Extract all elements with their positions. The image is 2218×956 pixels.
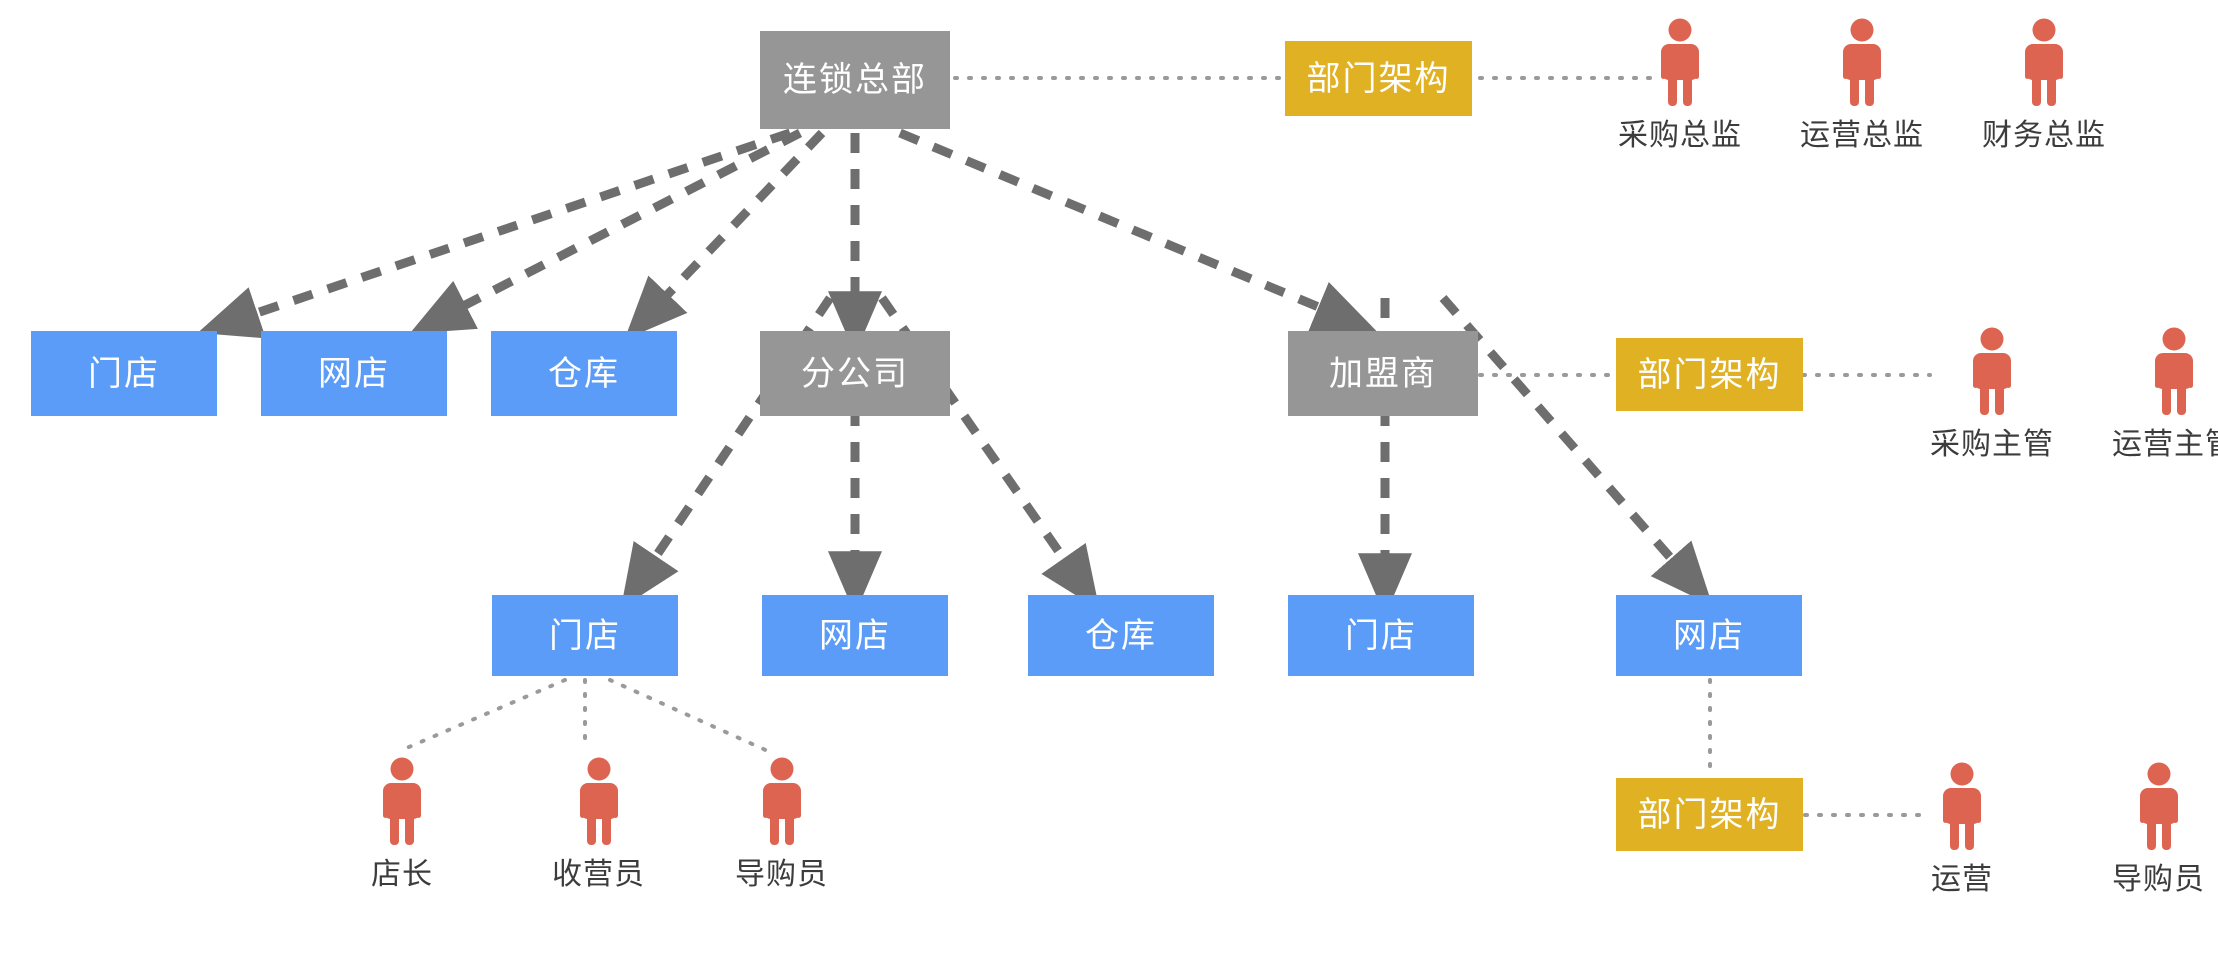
person-operations-director[interactable]: 运营总监	[1800, 18, 1924, 151]
node-branch-company[interactable]: 分公司	[760, 331, 950, 416]
dotted-edges	[400, 76, 1932, 817]
edge-store2-to-sales	[608, 678, 772, 754]
person-icon	[2012, 18, 2076, 113]
node-online-store-level1[interactable]: 网店	[261, 331, 447, 416]
person-label: 导购员	[2112, 863, 2205, 896]
node-online-store-franchisee[interactable]: 网店	[1616, 595, 1802, 676]
node-label: 加盟商	[1329, 354, 1437, 393]
node-label: 部门架构	[1306, 59, 1451, 98]
node-label: 分公司	[801, 354, 909, 393]
node-label: 部门架构	[1637, 795, 1782, 834]
person-label: 导购员	[735, 858, 828, 891]
node-store-level2[interactable]: 门店	[492, 595, 678, 676]
person-label: 采购主管	[1930, 428, 2054, 461]
node-label: 门店	[549, 616, 621, 655]
person-sales-associate-online[interactable]: 导购员	[2112, 762, 2205, 895]
person-icon	[1930, 762, 1994, 857]
person-label: 运营主管	[2112, 428, 2218, 461]
edge-hq-to-franchise	[898, 128, 1377, 332]
person-label: 收营员	[552, 858, 645, 891]
person-label: 财务总监	[1982, 119, 2106, 152]
edge-hq-to-store1	[197, 128, 792, 339]
person-icon	[2127, 762, 2191, 857]
person-icon	[1648, 18, 1712, 113]
node-label: 网店	[1673, 616, 1745, 655]
person-icon	[1960, 327, 2024, 422]
person-icon	[2142, 327, 2206, 422]
edge-hq-to-warehouse1	[624, 129, 826, 340]
edge-hq-to-online1	[409, 128, 803, 334]
person-purchasing-director[interactable]: 采购总监	[1618, 18, 1742, 151]
node-label: 网店	[819, 616, 891, 655]
person-label: 运营总监	[1800, 119, 1924, 152]
person-label: 采购总监	[1618, 119, 1742, 152]
person-icon	[1830, 18, 1894, 113]
edge-store2-to-shopmgr	[400, 678, 567, 752]
person-label: 店长	[371, 858, 433, 891]
node-label: 网店	[318, 354, 390, 393]
node-warehouse-level2[interactable]: 仓库	[1028, 595, 1214, 676]
node-franchisee[interactable]: 加盟商	[1288, 331, 1478, 416]
person-icon	[567, 757, 631, 852]
person-icon	[750, 757, 814, 852]
person-sales-associate[interactable]: 导购员	[735, 757, 828, 890]
node-warehouse-level1[interactable]: 仓库	[491, 331, 677, 416]
person-finance-director[interactable]: 财务总监	[1982, 18, 2106, 151]
node-dept-structure-online[interactable]: 部门架构	[1616, 778, 1803, 851]
node-dept-structure-hq[interactable]: 部门架构	[1285, 41, 1472, 116]
person-label: 运营	[1931, 863, 1993, 896]
person-icon	[370, 757, 434, 852]
node-label: 门店	[88, 354, 160, 393]
person-operations-supervisor[interactable]: 运营主管	[2112, 327, 2218, 460]
node-label: 仓库	[548, 354, 620, 393]
node-store-franchisee[interactable]: 门店	[1288, 595, 1474, 676]
node-dept-structure-franchisee[interactable]: 部门架构	[1616, 338, 1803, 411]
node-label: 仓库	[1085, 616, 1157, 655]
person-purchasing-supervisor[interactable]: 采购主管	[1930, 327, 2054, 460]
person-operations[interactable]: 运营	[1930, 762, 1994, 895]
person-cashier[interactable]: 收营员	[552, 757, 645, 890]
node-hq[interactable]: 连锁总部	[760, 31, 950, 129]
node-online-store-level2[interactable]: 网店	[762, 595, 948, 676]
node-label: 连锁总部	[783, 61, 927, 99]
node-label: 门店	[1345, 616, 1417, 655]
node-store-level1[interactable]: 门店	[31, 331, 217, 416]
person-store-manager[interactable]: 店长	[370, 757, 434, 890]
node-label: 部门架构	[1637, 355, 1782, 394]
